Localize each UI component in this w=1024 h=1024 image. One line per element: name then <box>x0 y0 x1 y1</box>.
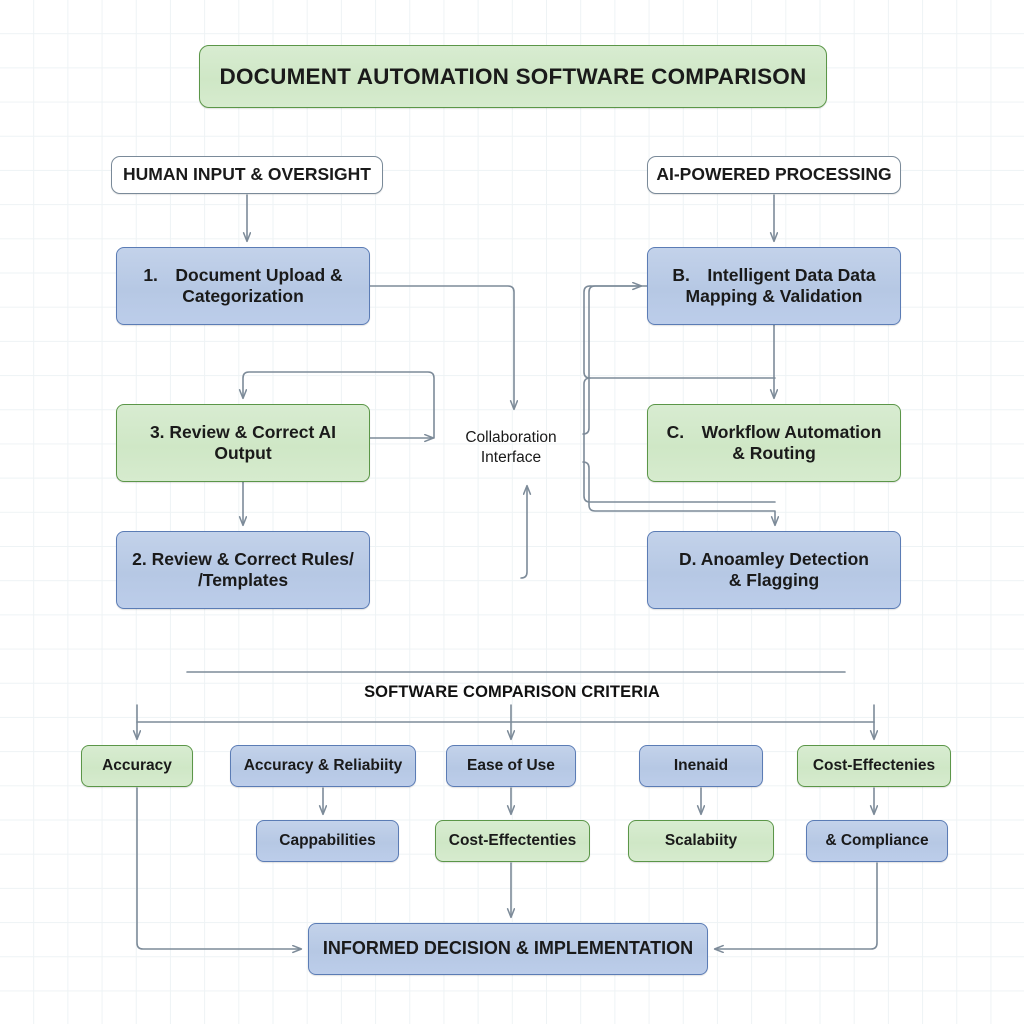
criteria-cost-effectenties[interactable]: Cost-Effectenties <box>435 820 590 862</box>
node-informed-decision[interactable]: INFORMED DECISION & IMPLEMENTATION <box>308 923 708 975</box>
criteria-rail-drops <box>136 704 875 723</box>
criteria-inenaid[interactable]: Inenaid <box>639 745 763 787</box>
line-1: 1. Document Upload & <box>143 264 343 285</box>
criteria-cappabilities[interactable]: Cappabilities <box>256 820 399 862</box>
node-intelligent-data-mapping-label: B. Intelligent Data Data Mapping & Valid… <box>672 265 875 308</box>
criteria-section-title-text: SOFTWARE COMPARISON CRITERIA <box>364 682 660 701</box>
criteria-accuracy-label: Accuracy <box>102 756 172 774</box>
node-collaboration-interface: Collaboration Interface <box>440 423 582 473</box>
line-2: Mapping & Validation <box>685 286 863 306</box>
edge-c1-to-final <box>136 787 301 949</box>
node-document-upload[interactable]: 1. Document Upload & Categorization <box>116 247 370 325</box>
edge-s4-to-final <box>715 862 878 949</box>
criteria-accuracy[interactable]: Accuracy <box>81 745 193 787</box>
node-review-correct-ai-output-label: 3. Review & Correct AI Output <box>149 421 337 463</box>
node-informed-decision-label: INFORMED DECISION & IMPLEMENTATION <box>322 938 694 959</box>
line-2: Categorization <box>182 286 304 306</box>
line-1: Collaboration <box>465 428 557 446</box>
node-review-correct-ai-output[interactable]: 3. Review & Correct AI Output <box>116 404 370 482</box>
line-1: D. Anoamley Detection <box>679 548 869 569</box>
node-collaboration-interface-label: Collaboration Interface <box>465 428 556 468</box>
header-ai-processing: AI-POWERED PROCESSING <box>647 156 901 194</box>
node-intelligent-data-mapping[interactable]: B. Intelligent Data Data Mapping & Valid… <box>647 247 901 325</box>
criteria-cost-effectenties-label: Cost-Effectenties <box>448 831 577 849</box>
node-anomaly-detection-label: D. Anoamley Detection & Flagging <box>679 549 869 592</box>
node-review-correct-rules[interactable]: 2. Review & Correct Rules/ /Templates <box>116 531 370 609</box>
node-workflow-automation[interactable]: C. Workflow Automation & Routing <box>647 404 901 482</box>
node-document-upload-label: 1. Document Upload & Categorization <box>143 265 342 308</box>
edge-hub-to-b <box>582 286 641 435</box>
header-human-input: HUMAN INPUT & OVERSIGHT <box>111 156 383 194</box>
edge-hub-to-d <box>582 461 775 525</box>
node-review-correct-rules-label: 2. Review & Correct Rules/ /Templates <box>132 549 354 592</box>
criteria-cost-effectenies-label: Cost-Effectenies <box>812 756 936 774</box>
criteria-accuracy-reliability-label: Accuracy & Reliabiity <box>243 756 403 774</box>
criteria-ease-of-use[interactable]: Ease of Use <box>446 745 576 787</box>
criteria-scalabiity[interactable]: Scalabiity <box>628 820 774 862</box>
diagram-title: DOCUMENT AUTOMATION SOFTWARE COMPARISON <box>199 45 827 108</box>
criteria-scalabiity-label: Scalabiity <box>664 831 738 849</box>
criteria-inenaid-label: Inenaid <box>673 756 729 774</box>
edge-1-to-hub <box>369 285 514 409</box>
criteria-cost-effectenies[interactable]: Cost-Effectenies <box>797 745 951 787</box>
line-1: C. Workflow Automation <box>666 421 882 442</box>
criteria-compliance-label: & Compliance <box>825 831 929 849</box>
line-2: & Flagging <box>728 570 820 590</box>
criteria-section-title: SOFTWARE COMPARISON CRITERIA <box>330 681 694 703</box>
edge-bottom-to-hub <box>520 486 527 579</box>
line-2: Interface <box>480 449 542 466</box>
line-1: B. Intelligent Data Data <box>672 264 876 285</box>
line-2: /Templates <box>197 570 289 590</box>
header-ai-processing-label: AI-POWERED PROCESSING <box>656 164 892 185</box>
line-2: & Routing <box>732 443 816 463</box>
edge-c-left-down-to-d <box>583 377 776 503</box>
criteria-ease-of-use-label: Ease of Use <box>467 756 555 774</box>
diagram-title-text: DOCUMENT AUTOMATION SOFTWARE COMPARISON <box>219 63 807 89</box>
node-anomaly-detection[interactable]: D. Anoamley Detection & Flagging <box>647 531 901 609</box>
criteria-compliance[interactable]: & Compliance <box>806 820 948 862</box>
edge-loop-to-3 <box>243 371 435 439</box>
criteria-accuracy-reliability[interactable]: Accuracy & Reliabiity <box>230 745 416 787</box>
header-human-input-label: HUMAN INPUT & OVERSIGHT <box>123 164 371 185</box>
node-workflow-automation-label: C. Workflow Automation & Routing <box>667 422 882 465</box>
line-1: 2. Review & Correct Rules/ <box>132 548 354 569</box>
criteria-cappabilities-label: Cappabilities <box>279 831 376 849</box>
